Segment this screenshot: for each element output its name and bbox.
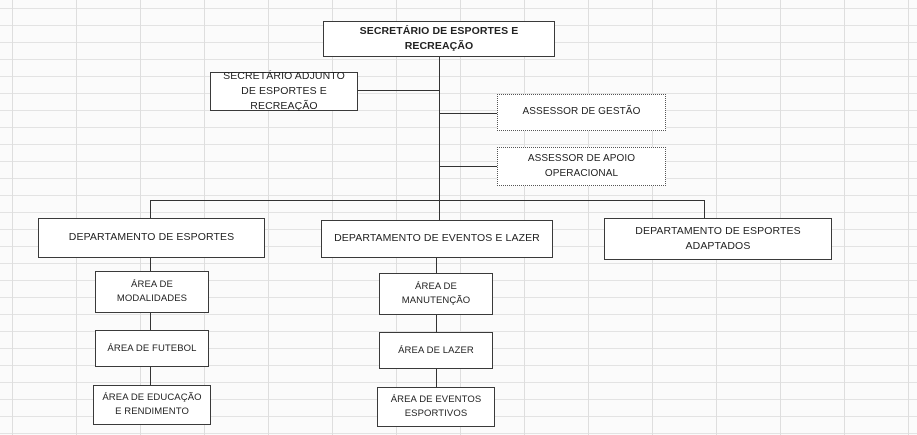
department-esportes-label: DEPARTAMENTO DE ESPORTES: [68, 231, 235, 244]
area-futebol-label: ÁREA DE FUTEBOL: [107, 342, 197, 354]
department-esportes-box: DEPARTAMENTO DE ESPORTES: [38, 218, 265, 258]
area-educacao-rendimento-label: ÁREA DE EDUCAÇÃO E RENDIMENTO: [102, 392, 202, 417]
area-modalidades-label: ÁREA DE MODALIDADES: [116, 279, 188, 304]
area-modalidades-box: ÁREA DE MODALIDADES: [95, 271, 209, 313]
connector-advisor-gestao: [440, 113, 497, 114]
connector-dept-adaptados: [704, 200, 705, 218]
advisor-apoio-label: ASSESSOR DE APOIO OPERACIONAL: [527, 153, 636, 179]
top-secretary-label: SECRETÁRIO DE ESPORTES E RECREAÇÃO: [359, 24, 519, 52]
deputy-secretary-box: SECRETÁRIO ADJUNTO DE ESPORTES E RECREAÇ…: [210, 70, 358, 112]
connector-deputy: [358, 90, 440, 91]
area-lazer-box: ÁREA DE LAZER: [379, 332, 493, 369]
area-educacao-rendimento-box: ÁREA DE EDUCAÇÃO E RENDIMENTO: [93, 385, 211, 425]
area-manutencao-label: ÁREA DE MANUTENÇÃO: [401, 281, 471, 306]
area-eventos-esportivos-label: ÁREA DE EVENTOS ESPORTIVOS: [390, 394, 482, 419]
area-eventos-esportivos-box: ÁREA DE EVENTOS ESPORTIVOS: [377, 387, 495, 427]
connector-advisor-apoio: [440, 166, 497, 167]
connector-dept-eventos: [439, 200, 440, 220]
area-manutencao-box: ÁREA DE MANUTENÇÃO: [379, 273, 493, 315]
connector-dept-esportes: [150, 200, 151, 218]
deputy-secretary-label: SECRETÁRIO ADJUNTO DE ESPORTES E RECREAÇ…: [223, 69, 345, 113]
connector-col1: [150, 258, 151, 385]
department-adaptados-label: DEPARTAMENTO DE ESPORTES ADAPTADOS: [635, 224, 801, 252]
department-eventos-lazer-box: DEPARTAMENTO DE EVENTOS E LAZER: [321, 220, 553, 258]
advisor-gestao-box: ASSESSOR DE GESTÃO: [497, 94, 666, 131]
top-secretary-box: SECRETÁRIO DE ESPORTES E RECREAÇÃO: [323, 21, 555, 57]
connector-col2: [436, 258, 437, 387]
connector-departments-bus: [150, 200, 705, 201]
department-adaptados-box: DEPARTAMENTO DE ESPORTES ADAPTADOS: [604, 218, 832, 260]
area-futebol-box: ÁREA DE FUTEBOL: [95, 330, 209, 367]
connector-top-trunk: [439, 57, 440, 200]
advisor-apoio-box: ASSESSOR DE APOIO OPERACIONAL: [497, 147, 666, 186]
area-lazer-label: ÁREA DE LAZER: [398, 344, 474, 356]
department-eventos-lazer-label: DEPARTAMENTO DE EVENTOS E LAZER: [334, 232, 540, 245]
advisor-gestao-label: ASSESSOR DE GESTÃO: [522, 106, 641, 118]
